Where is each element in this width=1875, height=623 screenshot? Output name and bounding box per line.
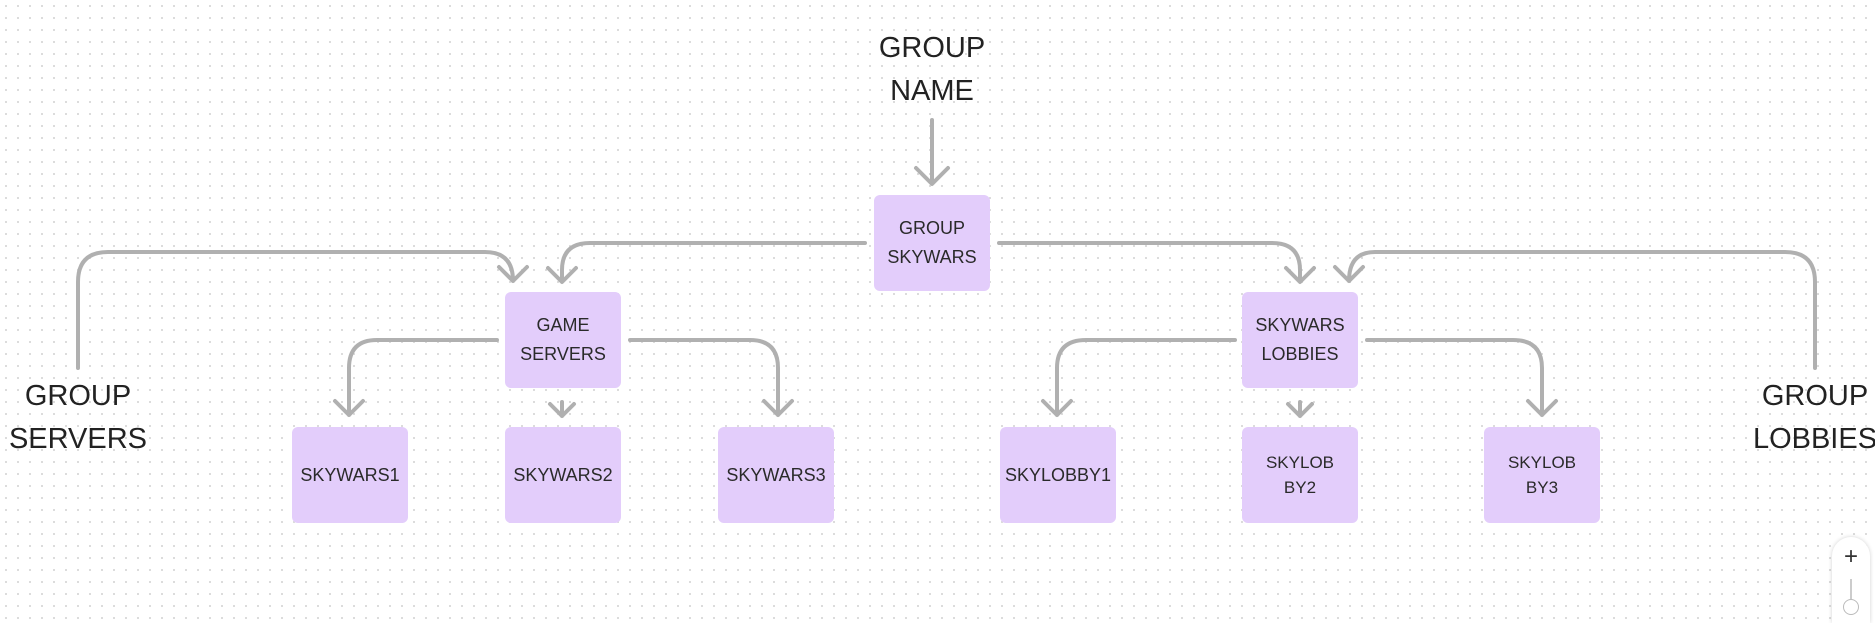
zoom-slider-handle[interactable] [1843,599,1859,615]
node-skywars1[interactable]: SKYWARS1 [292,427,408,523]
connector-grouplobbies-to-lobbies [1333,250,1817,370]
group-servers-label[interactable]: GROUP SERVERS [8,380,148,455]
node-skylobby3[interactable]: SKYLOB BY3 [1484,427,1600,523]
node-skywars3[interactable]: SKYWARS3 [718,427,834,523]
node-group-skywars[interactable]: GROUP SKYWARS [874,195,990,291]
connector-lobbies-to-skylobby2 [1286,400,1314,418]
connector-skywars-to-gameservers [546,241,867,284]
connector-lobbies-to-skylobby3 [1365,338,1558,417]
zoom-slider-track[interactable] [1850,579,1852,599]
connector-gameservers-to-skywars3 [628,338,794,417]
connector-lobbies-to-skylobby1 [1041,338,1237,417]
node-skywars-lobbies[interactable]: SKYWARS LOBBIES [1242,292,1358,388]
connector-skywars-to-lobbies [997,241,1316,284]
group-name-label[interactable]: GROUP NAME [878,32,986,107]
node-skywars2[interactable]: SKYWARS2 [505,427,621,523]
node-skylobby2[interactable]: SKYLOB BY2 [1242,427,1358,523]
connector-gameservers-to-skywars1 [333,338,499,417]
connector-gameservers-to-skywars2 [548,400,576,418]
node-game-servers[interactable]: GAME SERVERS [505,292,621,388]
connector-groupname-to-groupskywars [914,118,950,186]
zoom-in-button[interactable]: + [1843,543,1858,570]
connector-groupservers-to-gameservers [76,250,529,370]
zoom-control: + [1832,537,1870,623]
group-lobbies-label[interactable]: GROUP LOBBIES [1752,380,1875,455]
node-skylobby1[interactable]: SKYLOBBY1 [1000,427,1116,523]
